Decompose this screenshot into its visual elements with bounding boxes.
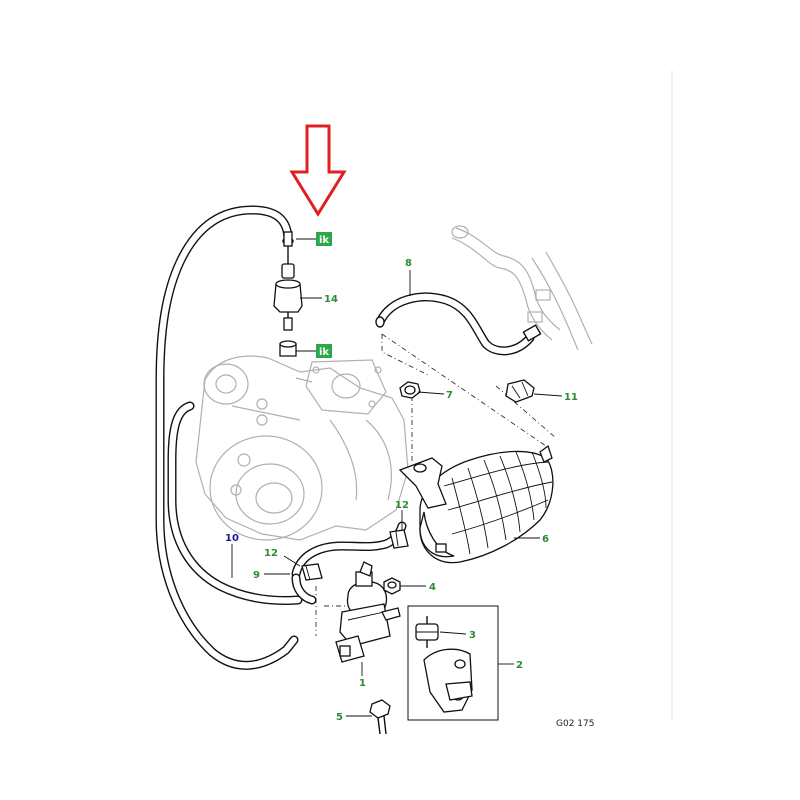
callout-14: 14 [324,294,338,305]
bracket-2 [423,648,473,713]
red-arrow [289,124,347,217]
callout-2: 2 [516,660,523,671]
inline-filter-14 [273,231,303,357]
hose-8 [375,292,542,356]
kit-icon: ik [319,235,329,246]
hose-clamp-12-lower [301,563,323,581]
leader-lines [231,238,563,717]
callout-9: 9 [253,570,260,581]
canister-6 [398,444,554,564]
callout-1: 1 [359,678,366,689]
nut-4 [383,577,401,595]
kit-badge: ik [316,344,332,358]
clip-11 [505,379,535,403]
callout-4: 4 [429,582,436,593]
callout-12-upper: 12 [395,500,409,511]
callout-12-lower: 12 [264,548,278,559]
bolt-5 [369,699,391,735]
callout-7: 7 [446,390,453,401]
callout-6: 6 [542,534,549,545]
solenoid-valve-1 [335,561,401,663]
diagram-reference: G02 175 [556,719,594,729]
kit-icon: ik [319,347,329,358]
background-hoses-ghost [451,225,593,351]
hose-10 [155,205,303,670]
nut-7 [399,381,421,399]
bracket-group-box [407,605,499,721]
callout-11: 11 [564,392,578,403]
callout-5: 5 [336,712,343,723]
callout-10: 10 [225,533,239,544]
callout-3: 3 [469,630,476,641]
turbocharger-ghost [195,355,409,541]
rubber-mount-3 [415,616,439,648]
kit-badge: ik [316,232,332,246]
hose-clamp-12-upper [389,529,409,549]
callout-8: 8 [405,258,412,269]
